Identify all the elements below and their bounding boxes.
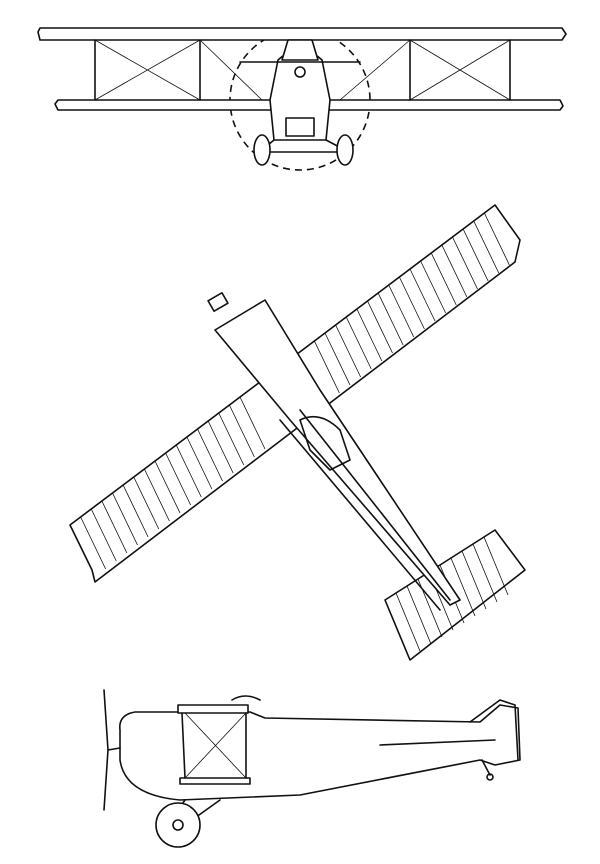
rib-line <box>144 468 170 522</box>
rib-line <box>80 516 106 570</box>
tailskid <box>481 759 491 776</box>
fuselage-top <box>214 299 461 606</box>
rib-line <box>473 220 500 274</box>
rib-line <box>345 316 372 370</box>
rib-line <box>461 550 487 610</box>
rib-line <box>420 260 446 314</box>
rib-line <box>409 268 436 322</box>
rib-line <box>472 543 498 603</box>
rib-line <box>197 428 223 482</box>
rib-line <box>175 444 202 498</box>
engine-cap <box>207 292 229 312</box>
fuselage-side <box>118 704 521 801</box>
rib-line <box>218 412 245 466</box>
upper-wing-section <box>177 704 249 714</box>
upper-wing <box>37 27 567 41</box>
interplane-struts <box>94 39 511 101</box>
rib-line <box>452 236 478 290</box>
rib-line <box>324 332 351 386</box>
fuselage-front <box>269 49 331 141</box>
tail-fin <box>469 699 519 761</box>
right-wheel <box>336 134 354 166</box>
headrest <box>231 695 261 701</box>
rib-line <box>165 452 191 506</box>
rib-line <box>406 585 432 645</box>
wheel-side <box>155 802 201 848</box>
rib-line <box>90 508 117 562</box>
front-view <box>37 27 567 171</box>
rib-line <box>133 476 160 530</box>
rib-line <box>335 324 361 378</box>
side-view <box>103 689 521 848</box>
rib-line <box>450 557 476 617</box>
rib-line <box>388 284 415 338</box>
rib-line <box>483 536 509 596</box>
propeller-hub <box>294 66 306 78</box>
rib-line <box>395 592 421 652</box>
rib-line <box>122 484 149 538</box>
rib-line <box>367 300 393 354</box>
rib-line <box>101 500 128 554</box>
radiator <box>285 117 315 137</box>
wing-ribs <box>80 212 510 570</box>
rib-line <box>356 308 383 362</box>
rib-line <box>112 492 138 546</box>
rib-line <box>441 244 468 298</box>
rib-line <box>399 276 425 330</box>
rib-line <box>154 460 181 514</box>
rib-line <box>239 396 266 450</box>
top-view <box>69 204 526 661</box>
rib-line <box>314 340 340 394</box>
rib-line <box>377 292 404 346</box>
lower-wing-section <box>179 777 251 785</box>
rib-line <box>484 212 510 266</box>
cockpit-front <box>281 39 319 61</box>
tailplane-side <box>379 739 496 746</box>
rib-line <box>229 404 255 458</box>
rib-line <box>186 436 213 490</box>
rib-line <box>462 228 489 282</box>
left-wheel <box>253 134 271 166</box>
rib-line <box>430 252 457 306</box>
rib-line <box>207 420 234 474</box>
